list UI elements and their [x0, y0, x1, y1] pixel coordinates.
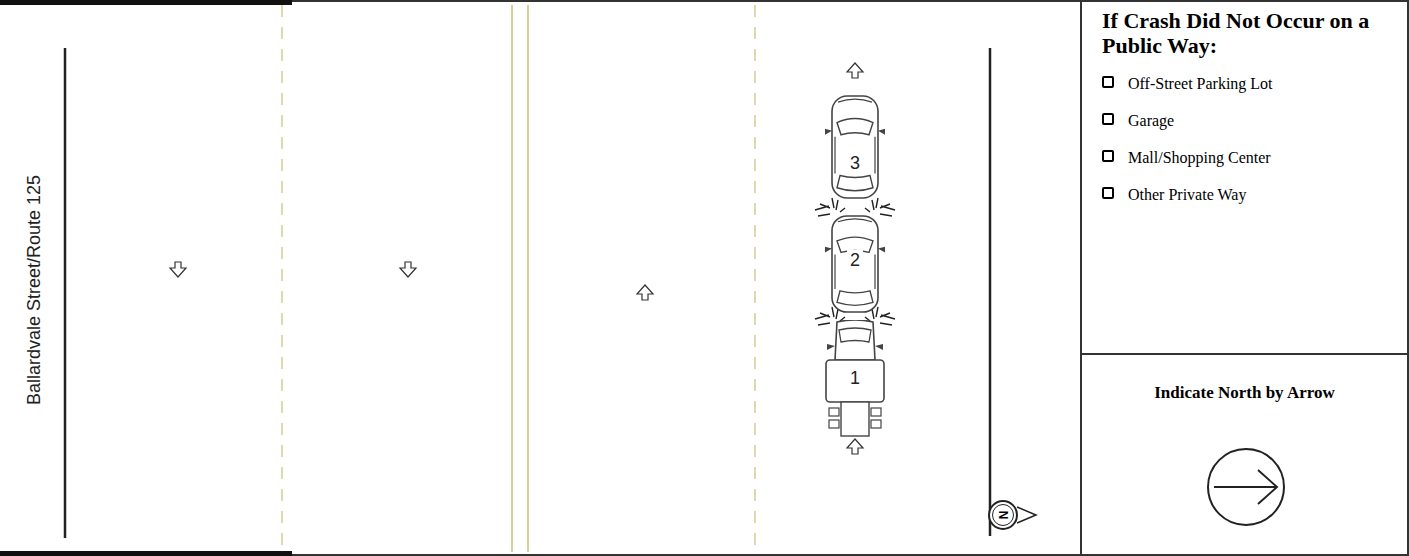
callout-number: 1 [847, 368, 863, 388]
north-panel: Indicate North by Arrow [1082, 356, 1407, 554]
checkbox-option: Garage [1082, 111, 1407, 131]
info-panel: If Crash Did Not Occur on a Public Way: O… [1082, 2, 1407, 353]
checkbox-option: Other Private Way [1082, 185, 1407, 205]
callout-number: 3 [847, 153, 863, 173]
panel-heading: Indicate North by Arrow [1082, 356, 1407, 403]
vehicle: 2 [823, 214, 887, 314]
checkbox-option: Off-Street Parking Lot [1082, 74, 1407, 94]
north-letter: N [997, 511, 1009, 520]
vehicle: 3 [823, 94, 887, 200]
checkbox-option: Mall/Shopping Center [1082, 148, 1407, 168]
callout-number: 2 [847, 250, 863, 270]
street-name: Ballardvale Street/Route 125 [24, 175, 45, 405]
panel-heading: If Crash Did Not Occur on a Public Way: [1082, 2, 1407, 58]
vehicle: 1 [821, 320, 889, 440]
